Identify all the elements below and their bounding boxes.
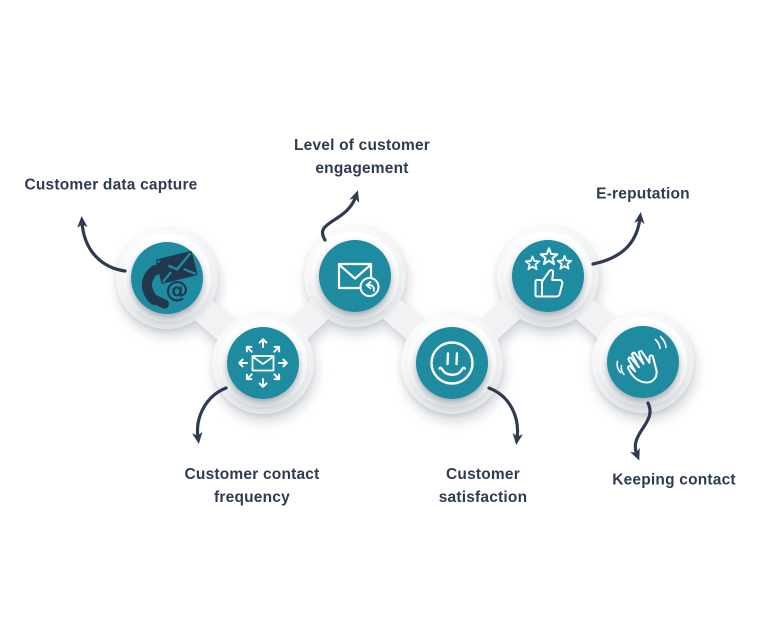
label-line: Keeping contact [612, 471, 736, 489]
label-line: Customer contact [184, 466, 320, 483]
label-customer-satisfaction: Customer satisfaction [439, 463, 528, 509]
label-line: Level of customer [293, 137, 431, 154]
waving-hand-icon [616, 335, 667, 384]
pointer-arrows [77, 190, 652, 461]
node-keeping-contact [607, 326, 679, 398]
label-line: engagement [315, 160, 409, 177]
label-line: Customer [446, 466, 520, 483]
arrow-level-of-customer-engagement [321, 190, 360, 242]
label-customer-contact-frequency: Customer contact frequency [185, 463, 320, 509]
label-level-of-customer-engagement: Level of customer engagement [294, 134, 430, 180]
node-e-reputation [512, 240, 584, 312]
envelope-reply-icon [337, 262, 380, 297]
svg-text:@: @ [166, 278, 189, 304]
label-line: satisfaction [438, 489, 528, 506]
node-customer-data-capture: @ [131, 242, 203, 314]
node-customer-contact-frequency [227, 327, 299, 399]
label-line: Customer data capture [24, 176, 198, 194]
thumbs-up-stars-icon [524, 247, 573, 298]
node-customer-satisfaction [416, 327, 488, 399]
label-line: E-reputation [596, 185, 690, 203]
arrow-customer-data-capture [77, 216, 127, 273]
arrow-customer-contact-frequency [192, 386, 228, 444]
label-line: frequency [214, 489, 290, 506]
arrow-e-reputation [591, 212, 645, 266]
smiley-face-icon [430, 341, 474, 385]
label-customer-data-capture: Customer data capture [24, 174, 197, 197]
label-keeping-contact: Keeping contact [612, 469, 736, 492]
envelope-spread-arrows-icon [238, 338, 288, 388]
node-level-of-customer-engagement [319, 240, 391, 312]
arrow-keeping-contact [630, 401, 652, 461]
phone-email-icon: @ [142, 251, 198, 309]
arrow-customer-satisfaction [487, 386, 523, 445]
label-e-reputation: E-reputation [596, 183, 690, 206]
